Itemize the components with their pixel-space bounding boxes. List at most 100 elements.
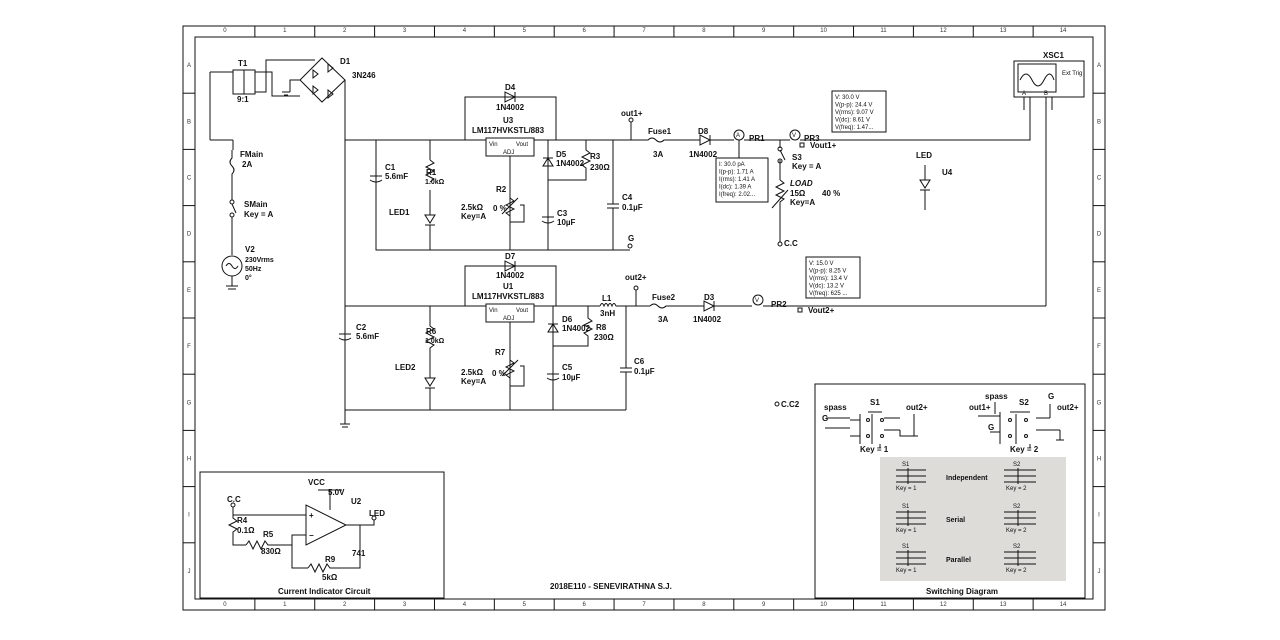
r6-value: 1.0kΩ [425, 338, 445, 345]
u3-adj: ADJ [503, 150, 514, 156]
load-section: S3 Key = A LOAD 15Ω Key=A 40 % C.C [771, 140, 840, 248]
u1-adj: ADJ [503, 316, 514, 322]
probe-reading: V: 30.0 V [835, 95, 859, 101]
grid-col-label: 0 [223, 602, 227, 608]
g-upper: G [628, 234, 634, 243]
r2-label: R2 [496, 185, 507, 194]
probe-reading: V: 15.0 V [809, 261, 833, 267]
grid-row-label: I [188, 513, 190, 519]
sw-out2-left: out2+ [906, 403, 928, 412]
grid-row-label: C [1097, 176, 1102, 182]
grid-row-label: C [187, 176, 192, 182]
d1-part: 3N246 [352, 71, 376, 80]
fuse2-label: Fuse2 [652, 293, 676, 302]
u1-label: U1 [503, 282, 514, 291]
voltage-probe-2-lines: V: 15.0 VV(p-p): 8.25 VV(rms): 13.4 VV(d… [809, 261, 848, 297]
grid-col-label: 13 [1000, 28, 1007, 34]
c4-value: 0.1µF [622, 203, 643, 212]
probe-reading: V(p-p): 24.4 V [835, 103, 872, 109]
sw-g-right2: G [988, 423, 994, 432]
sw-key1: Key = 1 [860, 445, 889, 454]
r1-label: R1 [426, 168, 437, 177]
d8-part: 1N4002 [689, 150, 718, 159]
ci-minus: − [309, 531, 314, 540]
u1-vin: Vin [489, 308, 498, 314]
ci-r5: R5 [263, 530, 274, 539]
ci-vcc: VCC [308, 478, 325, 487]
ci-led: LED [369, 509, 385, 518]
out1-label: out1+ [621, 109, 643, 118]
xsc1-ext: Ext Trig [1062, 71, 1082, 77]
grid-col-label: 8 [702, 602, 706, 608]
fuse1-rating: 3A [653, 150, 663, 159]
fmain-rating: 2A [242, 160, 252, 169]
ci-plus: + [309, 511, 314, 520]
s3-key: Key = A [792, 162, 821, 171]
probe-reading: V(dc): 8.61 V [835, 118, 870, 124]
t1-ratio: 9:1 [237, 95, 249, 104]
vout2-label: Vout2+ [808, 306, 835, 315]
r8-label: R8 [596, 323, 607, 332]
sw-key2: Key = 2 [1010, 445, 1039, 454]
grid-col-label: 4 [463, 602, 467, 608]
cc2-label: C.C2 [781, 400, 800, 409]
current-indicator-circuit: Current Indicator Circuit VCC 5.0V + − U… [199, 471, 445, 599]
out2-label: out2+ [625, 273, 647, 282]
mini-key1-label: Key = 1 [896, 528, 917, 534]
d4-label: D4 [505, 83, 516, 92]
grid-row-label: A [187, 63, 191, 69]
led1-label: LED1 [389, 208, 410, 217]
grid-col-label: 13 [1000, 602, 1007, 608]
grid-col-label: 11 [880, 28, 887, 34]
u3-vout: Vout [516, 142, 528, 148]
r7-pct: 0 % [492, 369, 506, 378]
grid-col-label: 2 [343, 602, 347, 608]
grid-col-label: 0 [223, 28, 227, 34]
voltage-probe-1-lines: V: 30.0 V V(p-p): 24.4 VV(rms): 9.07 V V(d… [835, 95, 874, 131]
load-label: LOAD [790, 179, 813, 188]
svg-text:A: A [736, 133, 740, 139]
c1-label: C1 [385, 163, 396, 172]
pr1-label: PR1 [749, 134, 765, 143]
grid-col-label: 14 [1060, 602, 1067, 608]
d8-label: D8 [698, 127, 709, 136]
grid-row-label: E [187, 288, 191, 294]
c2-value: 5.6mF [356, 332, 379, 341]
load-value: 15Ω [790, 189, 806, 198]
u3-vin: Vin [489, 142, 498, 148]
grid-col-label: 2 [343, 28, 347, 34]
probe-reading: V(rms): 9.07 V [835, 110, 874, 116]
mode-label: Independent [946, 475, 988, 482]
grid-row-label: H [1097, 457, 1101, 463]
grid-col-label: 1 [283, 28, 287, 34]
mains-section: T1 9:1 D1 3N246 FMain 2A SMain Key = A V… [209, 57, 470, 290]
xsc1-a: A [1022, 91, 1026, 97]
grid-col-label: 8 [702, 28, 706, 34]
c4-label: C4 [622, 193, 633, 202]
probe-reading: V(rms): 13.4 V [809, 276, 848, 282]
c5-label: C5 [562, 363, 573, 372]
d3-label: D3 [704, 293, 715, 302]
u4-led-label: LED [916, 151, 932, 160]
oscilloscope-xsc1: XSC1 Ext Trig A B [1013, 51, 1085, 306]
grid-col-label: 4 [463, 28, 467, 34]
smain-label: SMain [244, 200, 268, 209]
mini-key2-label: Key = 2 [1006, 486, 1027, 492]
l1-label: L1 [602, 294, 612, 303]
grid-row-label: D [187, 232, 192, 238]
r2-key: Key=A [461, 212, 486, 221]
grid-labels: 0011223344556677889910101111121213131414… [183, 26, 1105, 610]
cc-label: C.C [784, 239, 798, 248]
c3-value: 10µF [557, 218, 576, 227]
u3-label: U3 [503, 116, 514, 125]
sw-g-right1: G [1048, 392, 1054, 401]
sw-spass-right: spass [985, 392, 1008, 401]
ci-title: Current Indicator Circuit [278, 587, 371, 596]
ci-r9v: 5kΩ [322, 573, 338, 582]
d7-label: D7 [505, 252, 516, 261]
grid-col-label: 3 [403, 28, 407, 34]
d7-part: 1N4002 [496, 271, 525, 280]
d1-label: D1 [340, 57, 351, 66]
d3-part: 1N4002 [693, 315, 722, 324]
